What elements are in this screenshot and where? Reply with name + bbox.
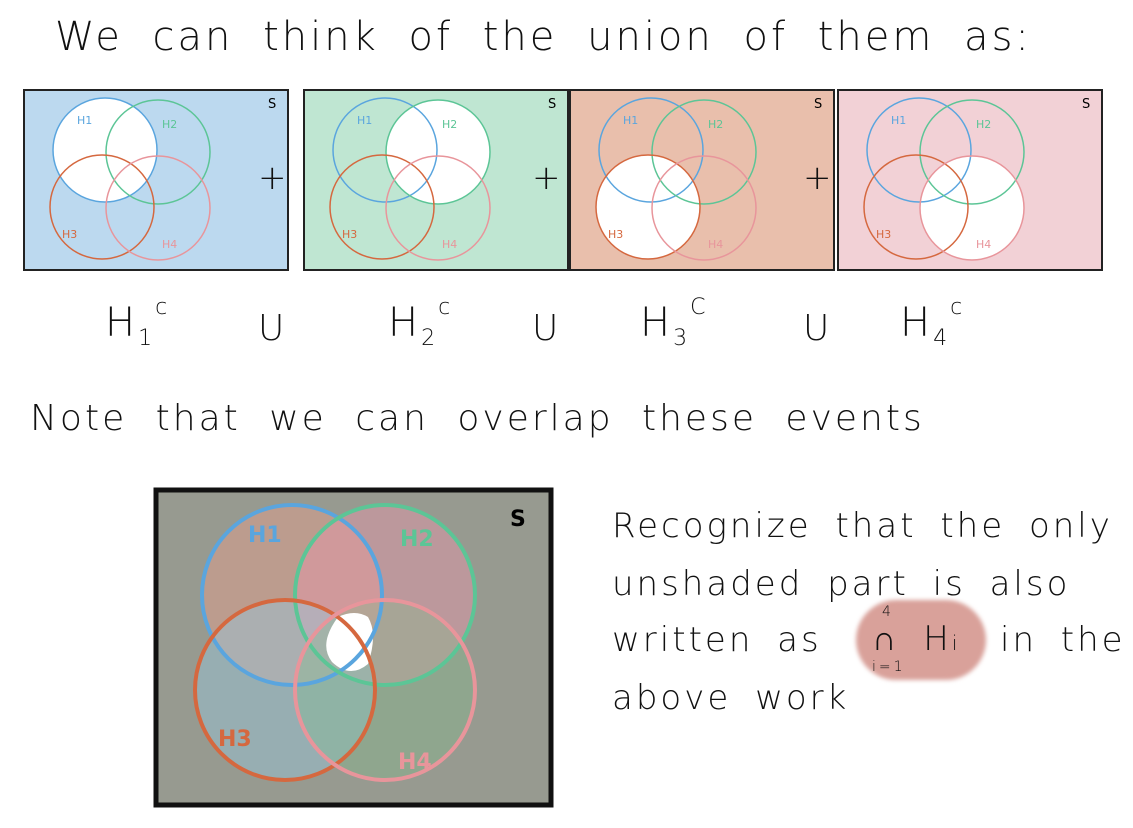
set-label-h3: H3 <box>608 228 623 241</box>
sample-space-label: S <box>510 507 526 532</box>
set-label-h1: H1 <box>248 523 282 548</box>
recognize-line-2: unshaded part is also <box>612 564 1071 604</box>
unshaded-set <box>53 98 157 202</box>
set-circle-h4 <box>385 155 491 261</box>
set-circle-h3 <box>329 154 435 260</box>
set-label-h2: H2 <box>162 118 177 131</box>
set-label-h4: H4 <box>162 238 177 251</box>
set-label-h4: H4 <box>398 750 432 775</box>
set-circle-h3 <box>863 154 969 260</box>
plus-sign: + <box>803 158 835 198</box>
intersection-symbol: ∩ <box>872 619 900 659</box>
set-label-h3: H3 <box>218 727 252 752</box>
unshaded-intersection <box>326 613 373 672</box>
set-label-h3: H3 <box>62 228 77 241</box>
recognize-line-3: written as <box>612 620 822 660</box>
set-label-h3: H3 <box>342 228 357 241</box>
set-label-h2: H2 <box>708 118 723 131</box>
intersection-sub: i <box>951 631 961 655</box>
set-circle-h1 <box>332 97 438 203</box>
set-label-h4: H4 <box>442 238 457 251</box>
complement-label-1: H1c <box>105 294 171 351</box>
set-circle-h1 <box>200 503 384 687</box>
set-circle-h1 <box>598 97 704 203</box>
set-label-h1: H1 <box>891 114 906 127</box>
set-circle-h4 <box>105 155 211 261</box>
plus-sign: + <box>258 158 290 198</box>
set-circle-h3 <box>49 154 155 260</box>
recognize-line-1: Recognize that the only <box>612 506 1113 546</box>
set-label-h1: H1 <box>623 114 638 127</box>
highlight-blob <box>856 600 986 680</box>
union-symbol: U <box>258 308 288 349</box>
set-label-h4: H4 <box>708 238 723 251</box>
set-label-h2: H2 <box>976 118 991 131</box>
set-circle-h4 <box>293 598 477 782</box>
set-circle-h4 <box>651 155 757 261</box>
intersection-expression: ∩ 4 i=1 Hi <box>872 604 961 675</box>
set-circle-h4 <box>919 155 1025 261</box>
union-symbol: U <box>532 308 562 349</box>
set-label-h1: H1 <box>77 114 92 127</box>
set-circle-h3 <box>193 598 377 782</box>
complement-label-3: H3C <box>640 294 709 351</box>
unshaded-set <box>386 100 490 204</box>
set-circle-h2 <box>105 99 211 205</box>
union-symbol: U <box>803 308 833 349</box>
recognize-line-4: above work <box>612 678 850 718</box>
set-circle-h1 <box>52 97 158 203</box>
unshaded-set <box>920 156 1024 260</box>
note-text: Note that we can overlap these events <box>30 398 925 439</box>
complement-label-2: H2c <box>388 294 454 351</box>
sample-space-label: S <box>814 97 822 112</box>
complement-label-4: H4c <box>900 294 966 351</box>
set-label-h2: H2 <box>442 118 457 131</box>
set-label-h4: H4 <box>976 238 991 251</box>
set-circle-h3 <box>595 154 701 260</box>
set-circle-h1 <box>866 97 972 203</box>
page-title: We can think of the union of them as: <box>55 14 1032 60</box>
set-circle-h2 <box>385 99 491 205</box>
intersection-term: H <box>923 619 952 659</box>
intersection-upper: 4 <box>882 604 894 620</box>
set-label-h1: H1 <box>357 114 372 127</box>
sample-space-label: S <box>548 97 556 112</box>
set-circle-h2 <box>651 99 757 205</box>
intersection-lower: i=1 <box>872 659 906 675</box>
plus-sign: + <box>532 158 564 198</box>
set-label-h3: H3 <box>876 228 891 241</box>
set-circle-h2 <box>293 503 477 687</box>
sample-space-label: S <box>1082 97 1090 112</box>
unshaded-set <box>596 155 700 259</box>
set-circle-h2 <box>919 99 1025 205</box>
sample-space-label: S <box>268 97 276 112</box>
set-label-h2: H2 <box>400 527 434 552</box>
recognize-line-3b: in the <box>1000 620 1126 660</box>
